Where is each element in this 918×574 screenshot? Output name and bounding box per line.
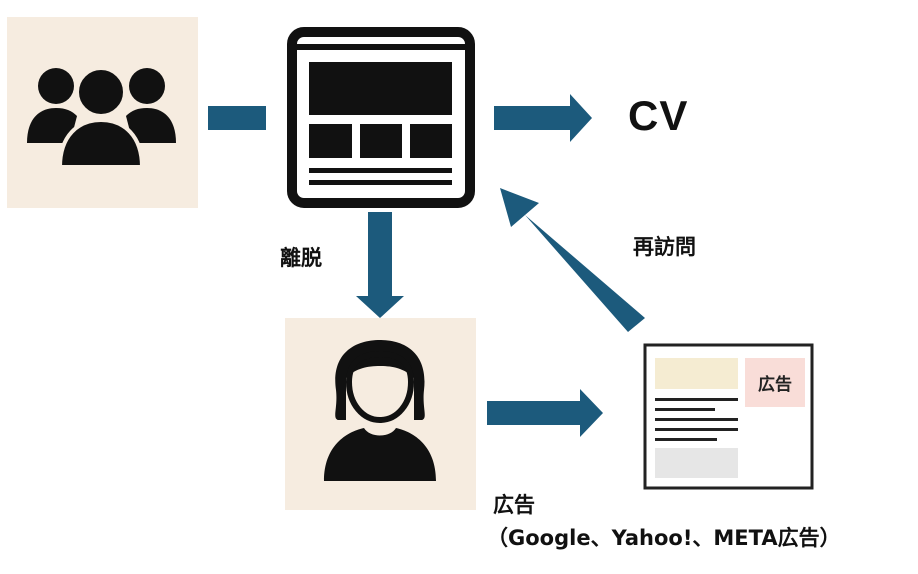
webpage-icon bbox=[287, 27, 475, 208]
arrow-site-to-woman bbox=[356, 212, 404, 318]
woman-user-icon bbox=[324, 340, 436, 481]
ad-tag: 広告 bbox=[745, 358, 805, 407]
cv-label: CV bbox=[628, 92, 689, 139]
ad-webpage-icon bbox=[643, 343, 814, 490]
arrow-ad-to-site bbox=[500, 188, 645, 332]
arrow-site-to-cv bbox=[494, 94, 592, 142]
ads-detail-label: （Google、Yahoo!、META広告） bbox=[487, 526, 841, 550]
connector-users-to-site bbox=[208, 106, 266, 130]
users-group-icon bbox=[27, 66, 176, 169]
ads-label: 広告 bbox=[493, 493, 535, 517]
exit-label: 離脱 bbox=[280, 246, 322, 270]
revisit-label: 再訪問 bbox=[633, 235, 696, 259]
arrow-woman-to-ad bbox=[487, 389, 603, 437]
